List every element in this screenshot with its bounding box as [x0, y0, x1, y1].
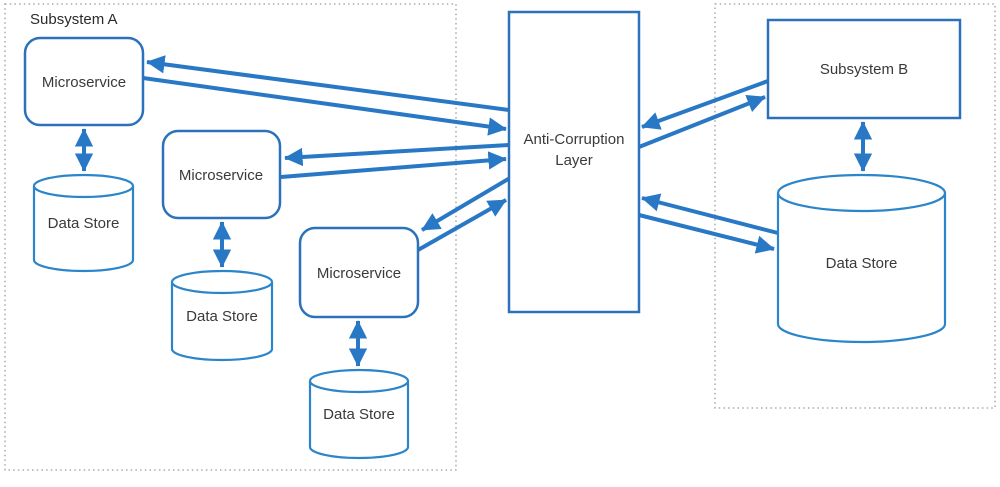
microservice-2-label: Microservice: [179, 167, 263, 184]
arrow-acl-to-microservice-3: [420, 176, 512, 232]
microservice-2: Microservice: [161, 129, 282, 220]
data-store-b: Data Store: [776, 173, 947, 344]
data-store-2: Data Store: [170, 269, 274, 362]
data-store-1: Data Store: [32, 173, 135, 273]
microservice-3: Microservice: [298, 226, 420, 319]
data-store-b-top: [776, 173, 947, 213]
data-store-b-body: [776, 193, 947, 344]
anti-corruption-layer-label-line-1: Anti-Corruption: [524, 131, 625, 148]
data-store-1-top: [32, 173, 135, 199]
microservice-3-label: Microservice: [317, 265, 401, 282]
arrow-microservice-1-to-acl: [142, 76, 507, 136]
data-store-3: Data Store: [308, 368, 410, 460]
arrow-subsystem-b-to-acl: [641, 79, 769, 130]
arrow-acl-to-datastore-b: [638, 213, 775, 254]
connectors: [74, 55, 873, 367]
arrow-acl-to-subsystem-b: [638, 94, 766, 149]
microservice-1: Microservice: [23, 36, 145, 127]
microservice-1-label: Microservice: [42, 74, 126, 91]
microservice-2-box: [161, 129, 282, 220]
subsystem-b-container: [714, 3, 996, 409]
data-store-2-label: Data Store: [186, 308, 258, 325]
arrow-acl-to-microservice-2: [284, 143, 510, 167]
microservice-1-box: [23, 36, 145, 127]
arrow-datastore-b-to-acl: [641, 193, 779, 235]
microservice-3-box: [298, 226, 420, 319]
data-store-b-label: Data Store: [826, 255, 898, 272]
anti-corruption-layer-label-line-2: Layer: [555, 152, 593, 169]
arrow-microservice-3-to-acl: [417, 198, 507, 252]
data-store-2-body: [170, 282, 274, 362]
subsystem-b-label: Subsystem B: [820, 61, 908, 78]
arrow-acl-to-microservice-1: [146, 55, 510, 112]
data-store-2-top: [170, 269, 274, 295]
subsystem-a-container: [4, 3, 457, 471]
arrow-microservice-2-to-acl: [280, 151, 507, 179]
data-store-3-body: [308, 381, 410, 460]
data-store-1-label: Data Store: [48, 215, 120, 232]
subsystem-b: Subsystem B: [766, 18, 962, 120]
anti-corruption-layer-box: [507, 10, 641, 314]
data-store-3-top: [308, 368, 410, 394]
data-store-3-label: Data Store: [323, 406, 395, 423]
subsystem-a-container-label: Subsystem A: [30, 11, 118, 28]
data-store-1-body: [32, 186, 135, 273]
subsystem-b-box: [766, 18, 962, 120]
